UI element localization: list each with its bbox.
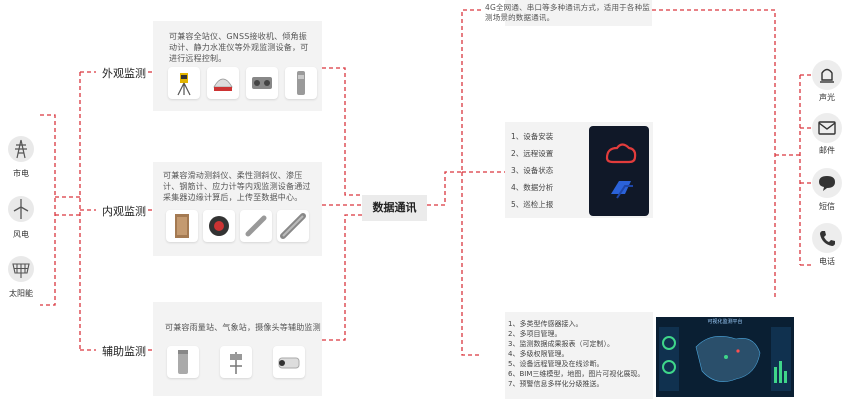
list-item: 5、巡检上报 [511,196,553,213]
rain-gauge-icon [167,346,199,378]
total-station-icon [168,67,200,99]
sms-icon [812,168,842,198]
alert-label-siren: 声光 [812,92,842,103]
list-item: 2、多项目管理。 [508,329,658,339]
group-label-auxiliary: 辅助监测 [102,343,146,359]
solar-panel-icon [8,256,34,282]
weather-station-icon [220,346,252,378]
list-item: 6、BIM三维模型，地图，图片可视化展现。 [508,369,658,379]
alert-label-phone: 电话 [812,256,842,267]
source-label-grid: 市电 [1,168,41,179]
group-label-external: 外观监测 [102,65,146,81]
alert-label-sms: 短信 [812,201,842,212]
piezometer-icon [240,210,272,242]
group-label-internal: 内观监测 [102,203,146,219]
alert-label-mail: 邮件 [812,145,842,156]
cable-reel-icon [203,210,235,242]
panel-internal-monitoring: 可兼容滑动测斜仪、柔性测斜仪、渗压计、钢筋计、应力计等内观监测设备通过采集器边缘… [153,162,322,256]
static-level-icon [285,67,317,99]
data-collector-icon [166,210,198,242]
data-communication-hub: 数据通讯 [362,195,427,221]
wind-turbine-icon [8,196,34,222]
comm-note-text: 4G全网通、串口等多种通讯方式，适用于各种监测场景的数据通讯。 [485,3,651,23]
list-item: 1、多类型传感器接入。 [508,319,658,329]
panel-desc: 可兼容全站仪、GNSS接收机、倾角振动计、静力水准仪等外观监测设备，可进行远程控… [169,31,315,64]
list-item: 1、设备安装 [511,128,553,145]
tilt-vibration-meter-icon [246,67,278,99]
panel-auxiliary-monitoring: 可兼容雨量站、气象站，摄像头等辅助监测 [153,302,322,396]
app-logo-icon [589,126,649,216]
mail-icon [812,113,842,143]
dashboard-map-icon [656,317,794,397]
source-label-solar: 太阳能 [1,288,41,299]
source-label-wind: 风电 [1,229,41,240]
list-item: 4、多级权限管理。 [508,349,658,359]
app-feature-list: 1、设备安装 2、远程设置 3、设备状态 4、数据分析 5、巡检上报 [511,128,553,213]
panel-desc: 可兼容滑动测斜仪、柔性测斜仪、渗压计、钢筋计、应力计等内观监测设备通过采集器边缘… [163,170,317,203]
siren-icon [812,60,842,90]
dashboard-screenshot: 可视化监测平台 [656,317,794,397]
list-item: 7、预警信息多样化分级推送。 [508,379,658,389]
list-item: 4、数据分析 [511,179,553,196]
phone-mockup [589,126,649,216]
dashboard-title: 可视化监测平台 [656,318,794,325]
panel-external-monitoring: 可兼容全站仪、GNSS接收机、倾角振动计、静力水准仪等外观监测设备，可进行远程控… [153,21,322,111]
list-item: 3、设备状态 [511,162,553,179]
hub-title: 数据通讯 [373,201,417,214]
list-item: 2、远程设置 [511,145,553,162]
list-item: 5、设备远程管理及在线诊断。 [508,359,658,369]
platform-feature-list: 1、多类型传感器接入。 2、多项目管理。 3、监测数据成果报表（可定制）。 4、… [508,319,658,389]
gnss-receiver-icon [207,67,239,99]
camera-icon [273,346,305,378]
comm-note-panel: 4G全网通、串口等多种通讯方式，适用于各种监测场景的数据通讯。 [505,0,652,26]
phone-icon [812,223,842,253]
rebar-meter-icon [277,210,309,242]
list-item: 3、监测数据成果报表（可定制）。 [508,339,658,349]
platform-feature-panel: 1、多类型传感器接入。 2、多项目管理。 3、监测数据成果报表（可定制）。 4、… [505,312,653,399]
power-tower-icon [8,136,34,162]
panel-desc: 可兼容雨量站、气象站，摄像头等辅助监测 [165,322,321,333]
